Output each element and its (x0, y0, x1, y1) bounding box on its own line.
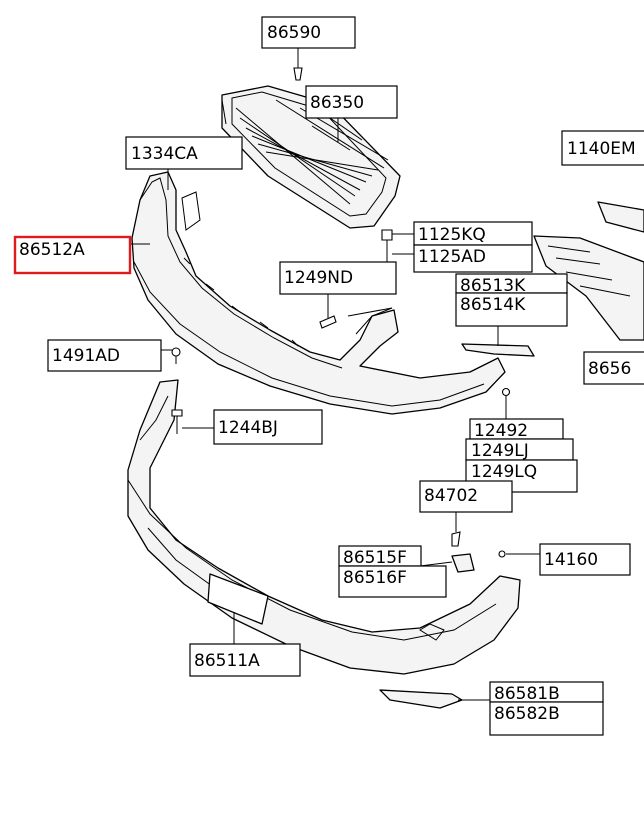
part-label-12492: 12492 (474, 421, 528, 441)
bracket-86513k-drawing (461, 343, 535, 357)
callout-86581b-86582b: 86581B 86582B (489, 681, 604, 736)
callout-1334ca: 1334CA (125, 136, 243, 170)
callout-1125kq-1125ad: 1125KQ 1125AD (413, 221, 533, 273)
part-label-1249nd: 1249ND (284, 268, 353, 288)
fastener-1491ad-drawing (171, 347, 181, 364)
fastener-1249nd-drawing (319, 315, 337, 329)
part-label-86590: 86590 (267, 23, 321, 43)
part-label-86515f: 86515F (343, 548, 407, 568)
callout-86513k-86514k: 86513K 86514K (455, 273, 568, 327)
clip-86515f-drawing (451, 553, 475, 573)
callout-1244bj: 1244BJ (213, 409, 323, 445)
lower-bumper-lip-drawing (127, 379, 521, 675)
callout-1140em: 1140EM (561, 130, 644, 166)
front-bumper-cover-drawing (131, 171, 506, 415)
part-label-1125ad: 1125AD (418, 247, 486, 267)
fastener-1125kq-drawing (381, 229, 393, 262)
part-label-86582b: 86582B (494, 704, 560, 724)
part-label-14160: 14160 (544, 550, 598, 570)
part-label-86350: 86350 (310, 93, 364, 113)
part-label-86516f: 86516F (343, 568, 407, 588)
callout-14160: 14160 (539, 543, 631, 576)
part-label-1249lq: 1249LQ (471, 462, 537, 482)
part-label-84702: 84702 (424, 486, 478, 506)
part-label-8656: 8656 (588, 359, 631, 379)
part-label-86513k: 86513K (460, 276, 526, 296)
part-label-86511a: 86511A (194, 651, 260, 671)
part-label-1491ad: 1491AD (52, 346, 120, 366)
part-label-1334ca: 1334CA (131, 144, 198, 164)
fog-cover-86581b-drawing (379, 689, 463, 709)
part-label-86581b: 86581B (494, 684, 560, 704)
fastener-1244bj-drawing (171, 409, 183, 434)
part-label-1244bj: 1244BJ (218, 418, 278, 438)
fastener-14160-drawing (498, 550, 506, 558)
part-label-1140em: 1140EM (567, 139, 636, 159)
part-label-1249lj: 1249LJ (471, 441, 529, 461)
fastener-12492-drawing (501, 387, 511, 397)
bumper-beam-bracket-drawing (533, 201, 644, 341)
part-label-1125kq: 1125KQ (418, 225, 486, 245)
callout-84702: 84702 (419, 480, 513, 513)
callout-86511a: 86511A (189, 643, 301, 677)
callout-86590: 86590 (261, 16, 356, 49)
highlight-box (13, 235, 132, 275)
leader-lines (130, 48, 540, 701)
fastener-86590-drawing (293, 67, 303, 81)
part-label-86512a: 86512A (19, 240, 85, 260)
part-label-86514k: 86514K (460, 295, 526, 315)
callout-8656: 8656 (583, 351, 644, 385)
callout-86512a: 86512A (13, 235, 132, 275)
callout-86515f-86516f: 86515F 86516F (338, 545, 447, 598)
callout-1249nd: 1249ND (279, 261, 397, 295)
fastener-84702-drawing (451, 531, 461, 547)
callout-86350: 86350 (305, 85, 398, 119)
callout-1491ad: 1491AD (47, 339, 162, 372)
